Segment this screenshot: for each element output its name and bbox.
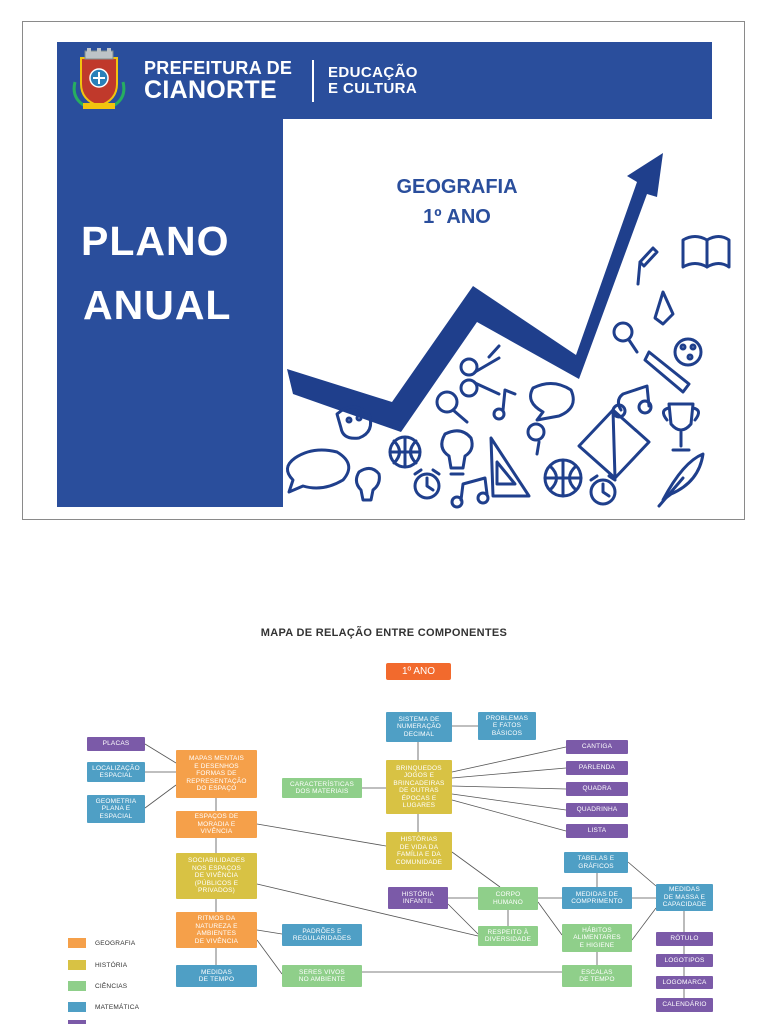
legend-swatch-portugues [68, 1020, 86, 1024]
node-escalas: ESCALAS DE TEMPO [562, 965, 632, 987]
node-brinquedos: BRINQUEDOS JOGOS E BRINCADEIRAS DE OUTRA… [386, 760, 452, 814]
lightbulb-icon [354, 467, 381, 502]
speech-bubble-icon [529, 382, 575, 422]
legend-swatch-ciencias [68, 981, 86, 991]
dept-name-line1: EDUCAÇÃO [328, 64, 418, 81]
org-name-line1: PREFEITURA DE [144, 58, 293, 78]
node-espacos: ESPAÇOS DE MORADIA E VIVÊNCIA [176, 811, 257, 838]
palette-icon [335, 405, 373, 440]
grade-title: 1º ANO [423, 206, 491, 228]
legend-label-historia: HISTÓRIA [95, 962, 128, 969]
legend-swatch-matematica [68, 1002, 86, 1012]
node-padroes: PADRÕES E REGULARIDADES [282, 924, 362, 946]
node-sistema: SISTEMA DE NUMERAÇÃO DECIMAL [386, 712, 452, 742]
node-corpo: CORPO HUMANO [478, 887, 538, 910]
node-logomarca: LOGOMARCA [656, 976, 713, 989]
node-geometria: GEOMETRIA PLANA E ESPACIAL [87, 795, 145, 823]
crest-icon [72, 48, 126, 109]
cover-illustration [286, 153, 731, 509]
node-caracteristicas: CARACTERÍSTICAS DOS MATERIAIS [282, 778, 362, 798]
book-icon [681, 235, 731, 269]
magnifier-icon [435, 390, 469, 424]
node-parlenda: PARLENDA [566, 761, 628, 775]
node-medidas-massa: MEDIDAS DE MASSA E CAPACIDADE [656, 884, 713, 911]
node-calendario: CALENDÁRIO [656, 998, 713, 1012]
node-seres-vivos: SERES VIVOS NO AMBIENTE [282, 965, 362, 987]
arrow-up-icon [287, 153, 663, 432]
book-icon [577, 408, 651, 480]
basketball-icon [543, 458, 583, 498]
node-medidas-tempo: MEDIDAS DE TEMPO [176, 965, 257, 987]
node-rotulo: RÓTULO [656, 932, 713, 946]
node-sociabilidades: SOCIABILIDADES NOS ESPAÇOS DE VIVÊNCIA (… [176, 853, 257, 899]
node-habitos: HÁBITOS ALIMENTARES E HIGIENE [562, 924, 632, 952]
node-placas: PLACAS [87, 737, 145, 751]
alarm-clock-icon [589, 474, 617, 506]
org-name-line2: CIANORTE [144, 76, 277, 104]
cover-title-line1: PLANO [81, 218, 230, 264]
feather-icon [657, 452, 705, 508]
alarm-clock-icon [413, 468, 441, 500]
scissors-icon [459, 344, 501, 398]
node-medidas-comprimento: MEDIDAS DE COMPRIMENTO [562, 887, 632, 909]
speech-bubble-icon [286, 448, 351, 494]
subject-title: GEOGRAFIA [396, 176, 518, 198]
cover-side-panel [57, 42, 283, 507]
header-divider [312, 60, 314, 102]
year-badge: 1º ANO [386, 663, 451, 680]
basketball-icon [388, 435, 422, 469]
node-ritmos: RITMOS DA NATUREZA E AMBIENTES DE VIVÊNC… [176, 912, 257, 948]
legend-label-matematica: MATEMÁTICA [95, 1004, 140, 1011]
cover-title-line2: ANUAL [83, 282, 232, 328]
node-historias: HISTÓRIAS DE VIDA DA FAMÍLIA E DA COMUNI… [386, 832, 452, 870]
magnifier-icon [612, 321, 639, 354]
node-cantiga: CANTIGA [566, 740, 628, 754]
node-tabelas: TABELAS E GRÁFICOS [564, 852, 628, 873]
node-quadrinha: QUADRINHA [566, 803, 628, 817]
legend-swatch-historia [68, 960, 86, 970]
legend-swatch-geografia [68, 938, 86, 948]
lightbulb-icon [440, 429, 474, 476]
music-note-icon [492, 388, 517, 421]
palette-icon [673, 337, 703, 367]
map-title: MAPA DE RELAÇÃO ENTRE COMPONENTES [260, 627, 508, 639]
cover-header-bar [57, 42, 712, 119]
node-logotipos: LOGOTIPOS [656, 954, 713, 967]
pencil-icon [643, 350, 691, 394]
cover-page: PREFEITURA DE CIANORTE EDUCAÇÃO E CULTUR… [22, 21, 745, 520]
node-mapas: MAPAS MENTAIS E DESENHOS FORMAS DE REPRE… [176, 750, 257, 798]
node-localizacao: LOCALIZAÇÃO ESPACIAL [87, 762, 145, 782]
node-lista: LISTA [566, 824, 628, 838]
trophy-icon [662, 402, 700, 452]
legend-label-geografia: GEOGRAFIA [95, 940, 136, 947]
node-problemas: PROBLEMAS E FATOS BÁSICOS [478, 712, 536, 740]
ruler-triangle-icon [489, 436, 531, 498]
node-historia-infantil: HISTÓRIA INFANTIL [388, 887, 448, 909]
dept-name-line2: E CULTURA [328, 80, 418, 97]
node-quadra: QUADRA [566, 782, 628, 796]
legend-label-ciencias: CIÊNCIAS [95, 983, 128, 990]
magnifier-icon [526, 422, 546, 456]
node-respeito: RESPEITO À DIVERSIDADE [478, 926, 538, 946]
pencil-icon [636, 246, 675, 326]
music-note-icon [450, 476, 490, 509]
